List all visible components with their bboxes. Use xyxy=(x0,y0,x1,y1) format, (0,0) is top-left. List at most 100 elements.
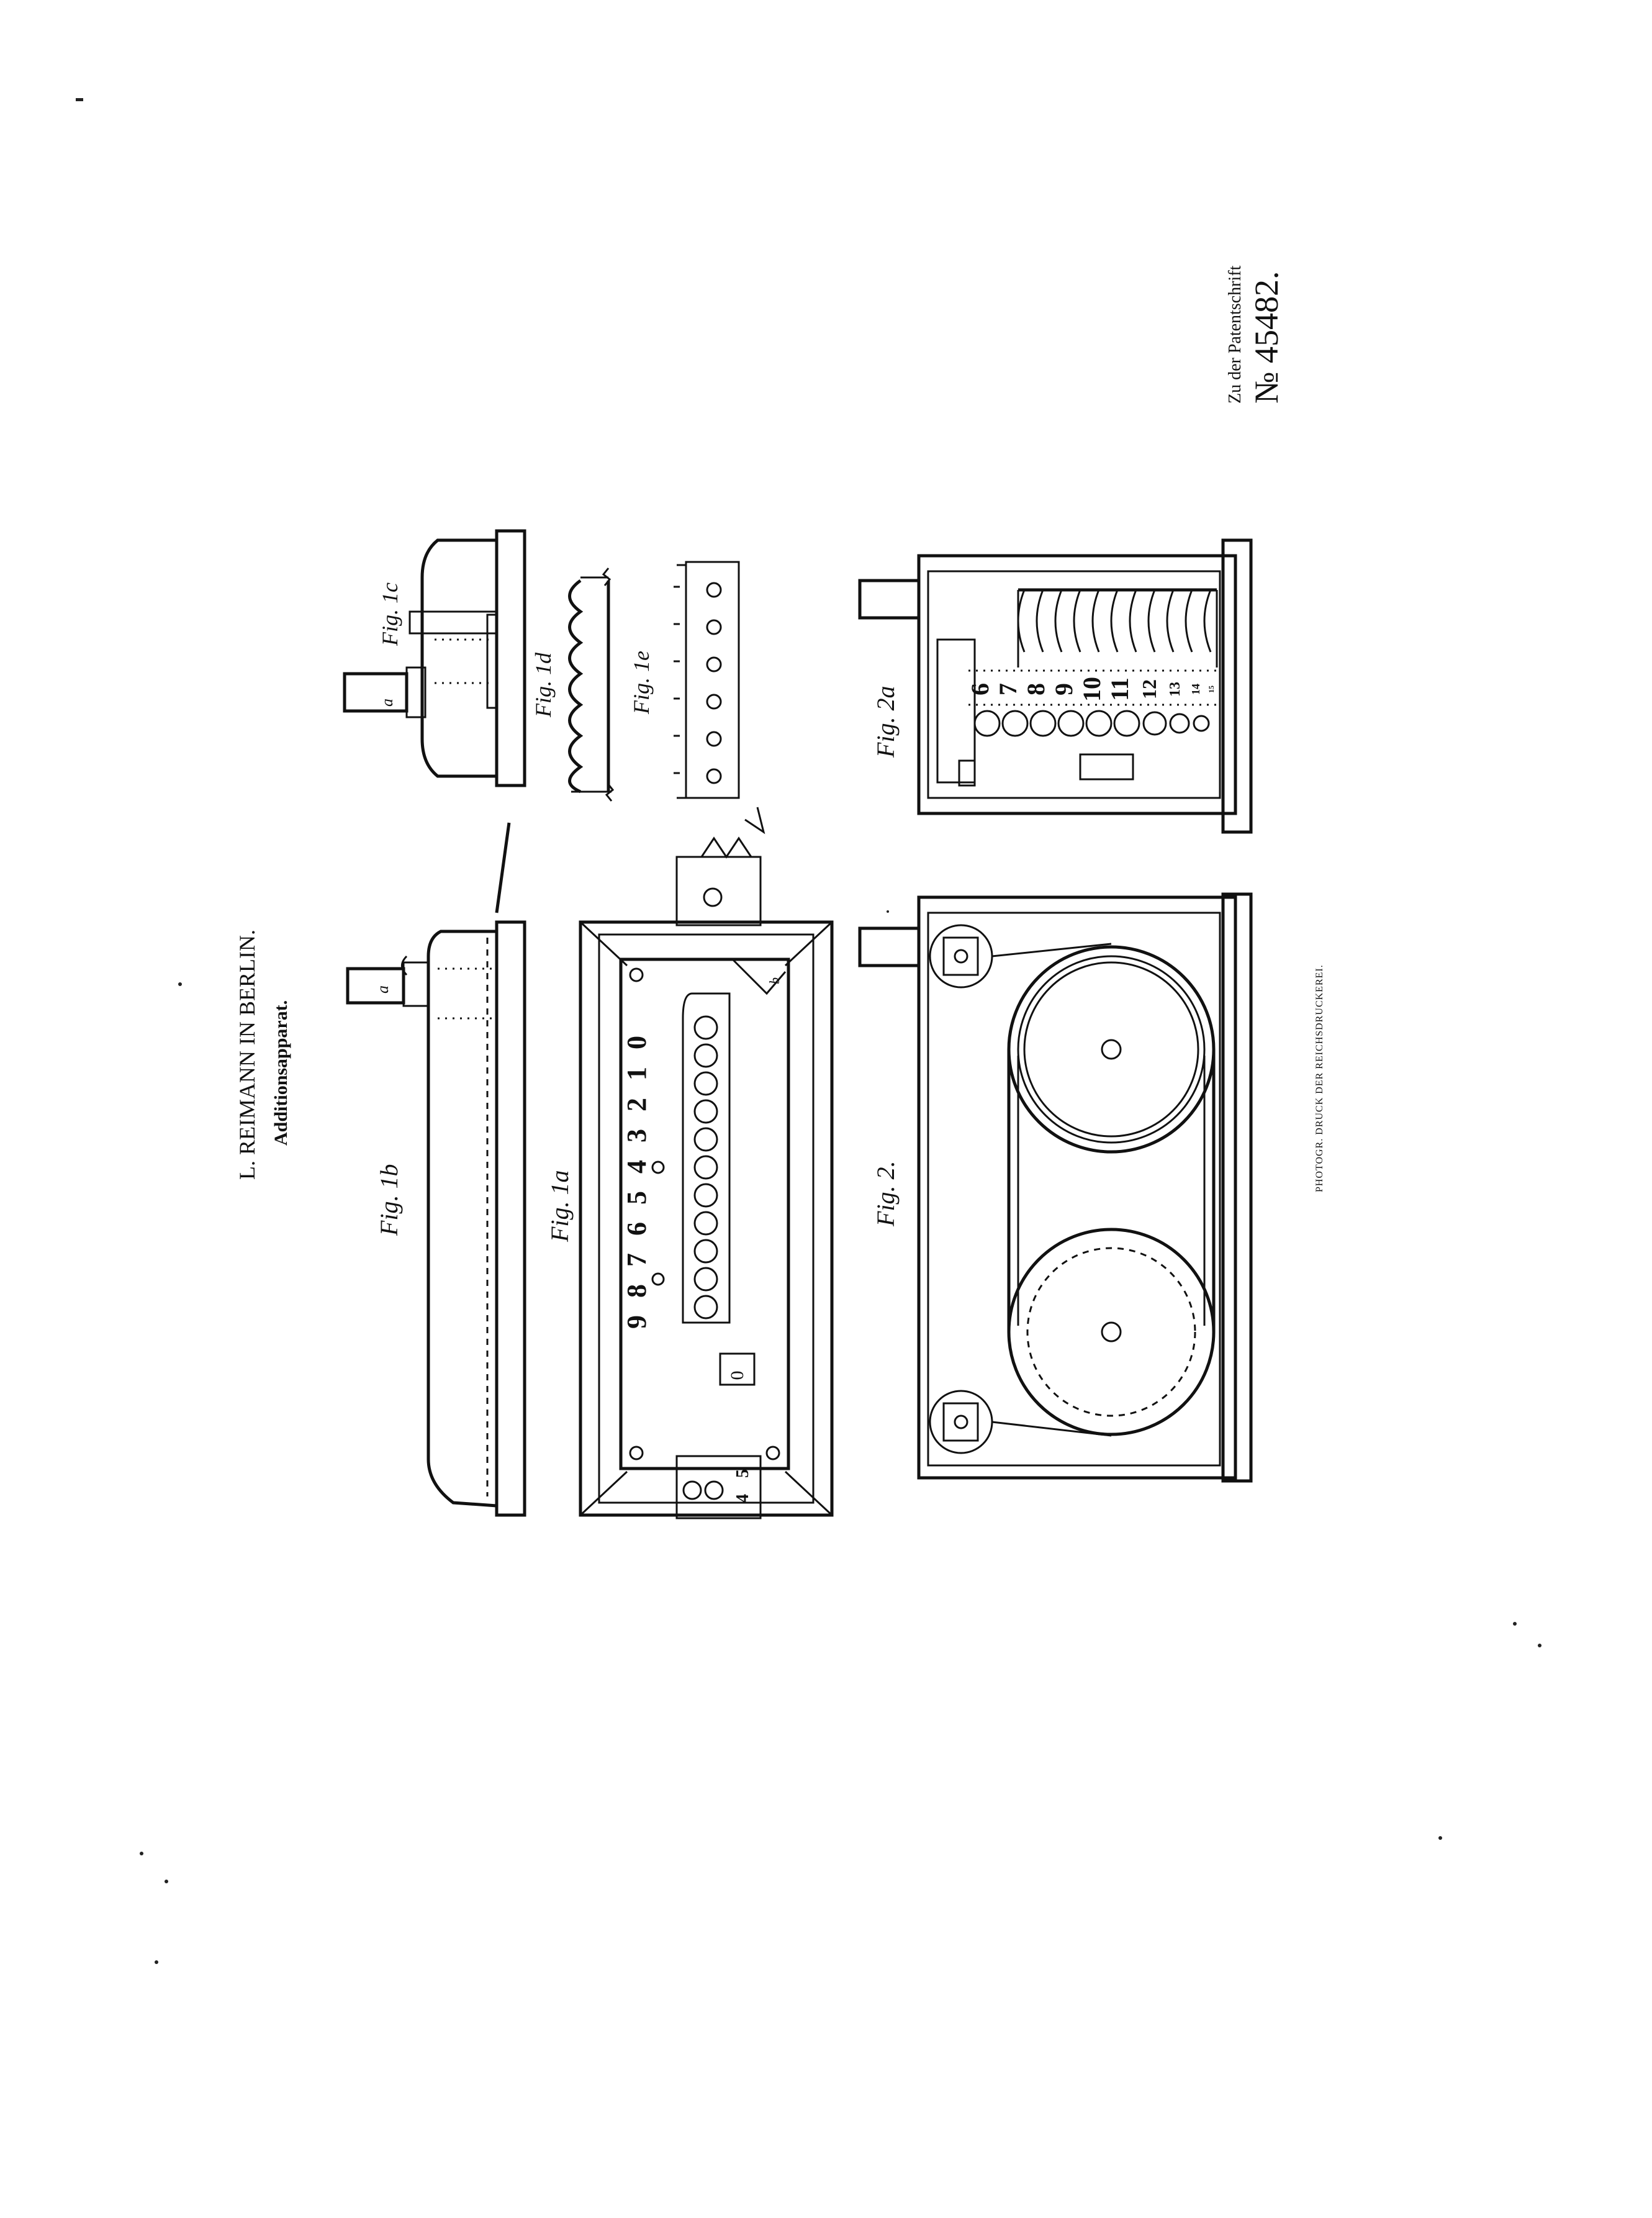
fig-1a-strip-serration xyxy=(700,807,765,859)
fig-2a-drum-view: 6 7 8 9 10 11 12 13 14 15 xyxy=(858,538,1253,834)
fig-2a-number: 14 xyxy=(1189,684,1202,695)
ref-letter-a-1b: a xyxy=(374,985,392,994)
fig-1a-digit: 9 xyxy=(621,1315,652,1329)
fig-1c-slot xyxy=(486,613,498,709)
printer-credit: PHOTOGR. DRUCK DER REICHSDRUCKEREI. xyxy=(1314,964,1325,1192)
fig-1a-strip-top xyxy=(675,856,762,926)
fig-2-belt xyxy=(1007,1049,1216,1332)
fig-2-roller-box-bottom xyxy=(942,1402,979,1442)
fig-1a-result-window xyxy=(719,1352,756,1386)
fig-1c-shaft xyxy=(343,672,408,713)
fig-2a-number: 8 xyxy=(1022,683,1050,695)
fig-2a-number: 10 xyxy=(1078,677,1106,702)
fig-1b-strip-tab xyxy=(495,822,511,913)
fig-2a-number: 15 xyxy=(1207,686,1216,693)
fig-1e-perforated-strip xyxy=(674,561,740,799)
fig-1a-outer-frame xyxy=(579,920,834,1517)
fig-1a-slot xyxy=(682,992,731,1324)
svg-text:Fig. 1d: Fig. 1d xyxy=(531,652,556,718)
fig-2-drum-upper xyxy=(1007,945,1216,1154)
fig-1a-bevel-corners xyxy=(579,921,833,1516)
fig-2a-bearing xyxy=(1079,753,1134,781)
fig-1a-digit: 6 xyxy=(621,1222,652,1236)
fig-2a-drum-ridges xyxy=(1017,589,1212,653)
fig-1c-end-view: a xyxy=(343,529,526,787)
scan-specks xyxy=(76,98,1541,1964)
fig-2a-number: 9 xyxy=(1050,683,1078,695)
author-line: L. REIMANN IN BERLIN. xyxy=(235,930,260,1180)
fig-2-roller-box-top xyxy=(942,936,979,976)
patent-ref-label: Zu der Patentschrift xyxy=(1225,265,1245,404)
fig-2-inner-frame xyxy=(927,912,1221,1467)
printer-text: PHOTOGR. DRUCK DER REICHSDRUCKEREI. xyxy=(1314,964,1325,1192)
fig-1d-wave-edge xyxy=(568,579,584,794)
fig-2a-frame xyxy=(917,554,1237,815)
fig-2a-inner-frame xyxy=(927,570,1221,799)
fig-1c-section-marks xyxy=(435,638,490,684)
label-fig-1d: Fig. 1d xyxy=(531,652,556,718)
label-fig-2: Fig. 2. xyxy=(872,1161,900,1227)
fig-1a-screws xyxy=(629,967,780,1460)
fig-1e-holes xyxy=(706,582,722,784)
fig-1a-digit: 5 xyxy=(621,1191,652,1205)
svg-text:Fig. 2.: Fig. 2. xyxy=(872,1161,900,1227)
label-fig-1b: Fig. 1b xyxy=(375,1164,403,1236)
fig-2-drum-lower xyxy=(1007,1228,1216,1436)
fig-1a-strip-digit: 5 xyxy=(733,1469,752,1478)
fig-1a-digit: 0 xyxy=(621,1036,652,1049)
title-block: L. REIMANN IN BERLIN. Additionsapparat. xyxy=(235,930,291,1180)
fig-1a-digit: 2 xyxy=(621,1098,652,1111)
fig-2a-holes xyxy=(973,710,1210,737)
fig-1a-latch xyxy=(731,958,787,995)
fig-2a-number: 6 xyxy=(966,683,994,695)
label-fig-1c: Fig. 1c xyxy=(377,582,402,646)
fig-2a-numeral-scale: 6 7 8 9 10 11 12 13 14 15 xyxy=(966,677,1216,702)
fig-2-base-plate xyxy=(1221,892,1253,1483)
fig-2a-number: 11 xyxy=(1106,677,1134,701)
fig-1a-top-view: 0 1 2 3 4 5 6 7 8 9 0 b xyxy=(579,807,834,1519)
ref-letter-a-1c: a xyxy=(378,699,396,707)
fig-1a-inner-frame xyxy=(598,933,815,1504)
label-fig-1a: Fig. 1a xyxy=(546,1170,574,1243)
fig-1a-digit: 1 xyxy=(621,1067,652,1080)
fig-1b-side-view: a xyxy=(346,822,526,1517)
fig-1b-body xyxy=(427,930,497,1508)
fig-1a-strip-bottom xyxy=(675,1455,762,1519)
fig-1c-collar xyxy=(405,666,427,718)
fig-1a-digit: 8 xyxy=(621,1284,652,1298)
fig-1a-numeral-scale: 0 1 2 3 4 5 6 7 8 9 xyxy=(621,1036,652,1329)
fig-1c-body xyxy=(420,538,497,778)
ref-letter-b-1a: b xyxy=(767,977,782,984)
fig-2a-number: 7 xyxy=(994,683,1022,695)
fig-1a-digit: 4 xyxy=(621,1160,652,1174)
fig-2a-base-plate xyxy=(1221,538,1253,834)
fig-1b-base-plate xyxy=(495,920,526,1517)
fig-2a-number: 12 xyxy=(1138,679,1160,699)
fig-1a-digit: 7 xyxy=(621,1253,652,1267)
svg-text:Fig. 1b: Fig. 1b xyxy=(375,1164,403,1236)
patent-reference-block: Zu der Patentschrift № 45482. xyxy=(1225,265,1285,404)
fig-2a-slot xyxy=(936,638,976,784)
svg-text:Fig. 2a: Fig. 2a xyxy=(872,686,900,758)
svg-text:Fig. 1c: Fig. 1c xyxy=(377,582,402,646)
fig-2a-shaft xyxy=(858,579,921,620)
fig-2-belt-drive xyxy=(858,892,1253,1483)
patent-number: № 45482. xyxy=(1248,271,1285,404)
fig-1a-strip-digit: 4 xyxy=(733,1494,752,1503)
svg-text:Fig. 1e: Fig. 1e xyxy=(629,651,654,715)
fig-1b-section-marks xyxy=(438,967,494,1020)
fig-1a-window-digit: 0 xyxy=(727,1371,747,1380)
fig-2-shaft xyxy=(858,926,921,967)
label-fig-1e: Fig. 1e xyxy=(629,651,654,715)
subject-line: Additionsapparat. xyxy=(271,1000,291,1146)
fig-1d-serrated-strip xyxy=(568,568,615,802)
svg-text:Fig. 1a: Fig. 1a xyxy=(546,1170,574,1243)
fig-1c-base-plate xyxy=(495,529,526,787)
fig-1a-finger-holes xyxy=(693,1015,718,1319)
fig-1b-clip xyxy=(401,955,408,976)
fig-2a-number: 13 xyxy=(1167,682,1183,697)
fig-2-frame xyxy=(917,895,1237,1480)
fig-1a-dial-plate xyxy=(619,957,790,1470)
